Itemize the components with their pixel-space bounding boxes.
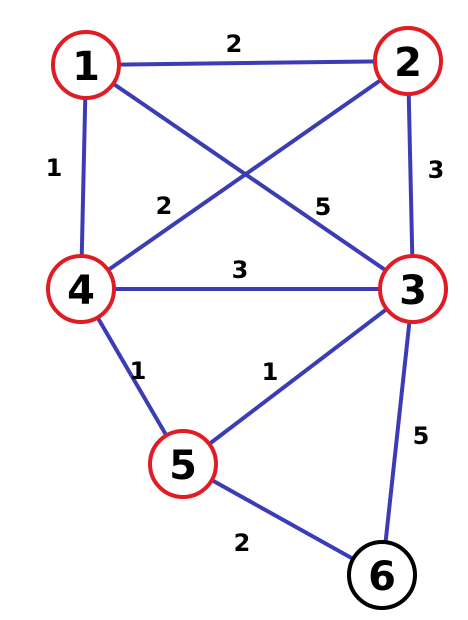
node-label-3: 3 [399, 268, 427, 314]
node-circle-1 [51, 30, 121, 100]
node-circle-5 [148, 429, 218, 499]
edge-weight-2-4: 2 [156, 192, 173, 220]
node-label-1: 1 [72, 44, 100, 90]
edge-weight-5-6: 2 [234, 529, 251, 557]
node-circle-4 [46, 254, 116, 324]
edge-2-4 [79, 59, 410, 291]
edge-weight-3-6: 5 [413, 422, 430, 450]
edge-weight-4-3: 3 [232, 256, 249, 284]
node-5: 5 [148, 429, 218, 499]
edge-weights-layer: 2 1 5 2 3 3 1 1 5 2 [46, 30, 445, 557]
edge-1-2 [84, 59, 410, 67]
edge-5-3 [181, 287, 415, 466]
node-label-2: 2 [394, 40, 422, 86]
node-2: 2 [373, 26, 443, 96]
node-label-6: 6 [368, 554, 396, 600]
edge-3-6 [380, 287, 415, 577]
edge-1-4 [79, 63, 88, 291]
edge-1-3 [84, 63, 415, 291]
edge-weight-1-2: 2 [226, 30, 243, 58]
edge-weight-1-3: 5 [315, 193, 332, 221]
node-4: 4 [46, 254, 116, 324]
edge-weight-5-3: 1 [262, 358, 279, 386]
node-circle-6 [347, 540, 417, 610]
node-3: 3 [378, 254, 448, 324]
node-1: 1 [51, 30, 121, 100]
nodes-layer: 1 2 3 4 5 6 [46, 26, 448, 610]
node-label-5: 5 [169, 443, 197, 489]
edge-weight-1-4: 1 [46, 154, 63, 182]
edge-weight-2-3: 3 [428, 156, 445, 184]
edge-5-6 [181, 462, 384, 577]
edge-weight-4-5: 1 [130, 357, 147, 385]
node-6: 6 [347, 540, 417, 610]
node-circle-3 [378, 254, 448, 324]
node-circle-2 [373, 26, 443, 96]
edges-layer [79, 59, 415, 577]
node-label-4: 4 [67, 268, 95, 314]
edge-2-3 [406, 59, 415, 291]
